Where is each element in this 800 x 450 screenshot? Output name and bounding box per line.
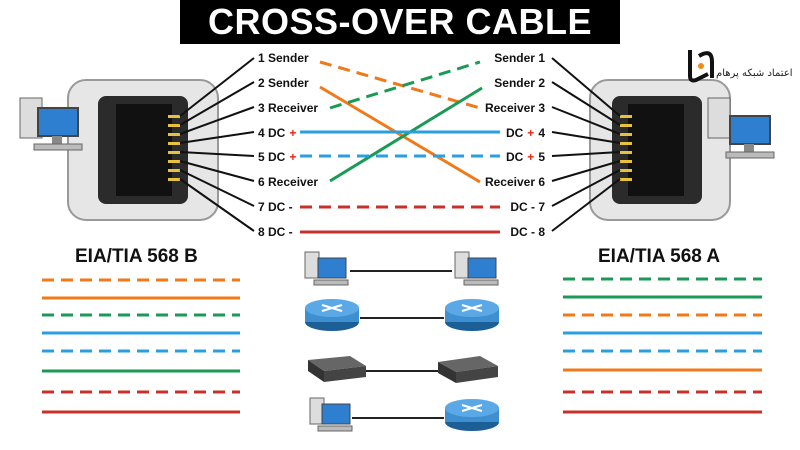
router-icon: [305, 299, 359, 331]
right-pin-7: DC - 7: [510, 200, 545, 214]
left-pin-labels: 1 Sender 2 Sender 3 Receiver 4 DC+ 5 DC+…: [258, 51, 318, 239]
right-pin-4: DC+4: [506, 126, 545, 140]
left-pin-5: 5 DC+: [258, 150, 296, 164]
left-computer-icon: [19, 97, 83, 151]
left-pin-4: 4 DC+: [258, 126, 296, 140]
left-pin-8: 8 DC -: [258, 225, 293, 239]
left-pin-7: 7 DC -: [258, 200, 293, 214]
wire-green: [329, 86, 483, 183]
pc-to-router-example: [309, 397, 499, 432]
right-fanout-lines: [551, 57, 621, 232]
left-pin-1: 1 Sender: [258, 51, 309, 65]
logo-text: اعتماد شبکه پرهام: [716, 68, 793, 79]
right-pin-8: DC - 8: [510, 225, 545, 239]
router-icon: [445, 299, 499, 331]
568a-color-code: [563, 277, 762, 414]
wire-green-white: [329, 60, 481, 110]
computer-icon: [454, 251, 499, 286]
page-title: CROSS-OVER CABLE: [180, 0, 620, 44]
right-pin-6: Receiver 6: [485, 175, 545, 189]
router-icon: [445, 399, 499, 431]
wire-orange: [319, 85, 481, 184]
crossover-wires: [300, 60, 500, 234]
standard-left-title: EIA/TIA 568 B: [75, 246, 198, 267]
left-pin-2: 2 Sender: [258, 76, 309, 90]
wire-orange-white: [319, 60, 481, 110]
pc-to-pc-example: [304, 251, 499, 286]
left-rj45-connector: [67, 79, 219, 221]
page-title-text: CROSS-OVER CABLE: [207, 1, 593, 42]
right-computer-icon: [707, 97, 775, 159]
left-pin-3: 3 Receiver: [258, 101, 318, 115]
right-pin-3: Receiver 3: [485, 101, 545, 115]
right-pin-1: Sender 1: [494, 51, 545, 65]
switch-icon: [438, 356, 498, 383]
right-pin-labels: Sender 1 Sender 2 Receiver 3 DC+4 DC+5 R…: [485, 51, 545, 239]
computer-icon: [304, 251, 349, 286]
right-pin-5: DC+5: [506, 150, 545, 164]
switch-to-switch-example: [308, 356, 498, 383]
right-pin-2: Sender 2: [494, 76, 545, 90]
right-rj45-connector: [589, 79, 731, 221]
brand-logo: اعتماد شبکه پرهام: [688, 50, 793, 83]
left-fanout-lines: [179, 57, 255, 232]
computer-icon: [309, 397, 353, 432]
left-pin-6: 6 Receiver: [258, 175, 318, 189]
568b-color-code: [42, 278, 240, 414]
switch-icon: [308, 356, 366, 382]
standard-right-title: EIA/TIA 568 A: [598, 246, 720, 267]
router-to-router-example: [305, 299, 499, 331]
